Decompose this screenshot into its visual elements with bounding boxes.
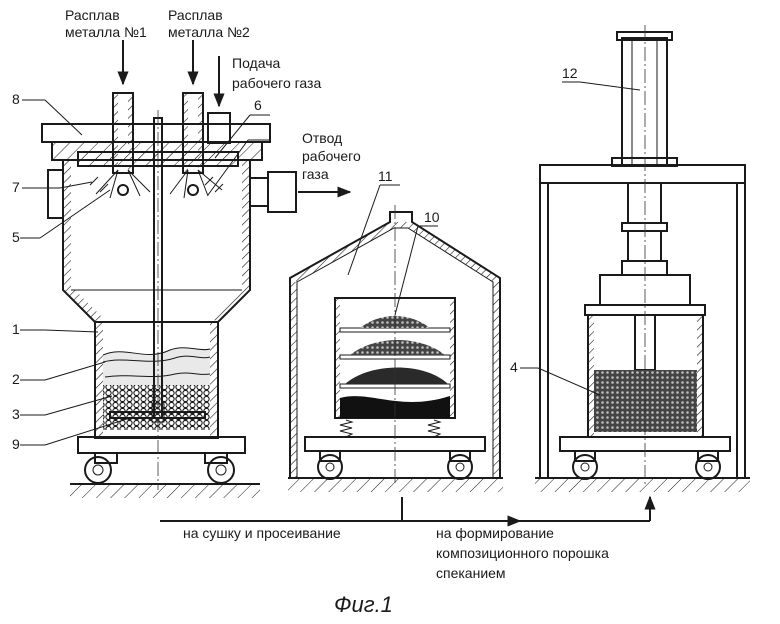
callout-5: 5 [12, 229, 20, 245]
figure-caption: Фиг.1 [334, 592, 393, 617]
callout-2: 2 [12, 371, 20, 387]
callout-10: 10 [424, 209, 440, 225]
callout-7: 7 [12, 179, 20, 195]
melt2-label-line1: Расплав [168, 7, 223, 23]
press-apparatus [535, 25, 750, 492]
callout-8: 8 [12, 91, 20, 107]
callout-1: 1 [12, 321, 20, 337]
callout-4: 4 [510, 359, 518, 375]
melt1-label-line2: металла №1 [65, 24, 147, 40]
flow-label-drying: на сушку и просеивание [183, 525, 341, 541]
gas-in-label-line2: рабочего газа [232, 75, 321, 91]
callout-3: 3 [12, 406, 20, 422]
callout-9: 9 [12, 436, 20, 452]
gas-in-label-line1: Подача [232, 55, 280, 71]
dryer-apparatus [288, 205, 503, 492]
gas-out-label-line2: рабочего [302, 148, 361, 164]
flow-label-forming-line2: композиционного порошка [436, 545, 609, 561]
atomizer-apparatus [41, 40, 352, 498]
gas-out-label-line1: Отвод [302, 130, 342, 146]
melt1-label-line1: Расплав [65, 7, 120, 23]
callout-11: 11 [378, 168, 393, 184]
gas-out-label-line3: газа [302, 166, 329, 182]
melt2-label-line2: металла №2 [168, 24, 250, 40]
flow-label-forming-line3: спеканием [436, 565, 506, 581]
flow-label-forming-line1: на формирование [436, 525, 554, 541]
callout-12: 12 [562, 65, 578, 81]
callout-6: 6 [254, 97, 262, 113]
leader-lines [20, 81, 641, 446]
